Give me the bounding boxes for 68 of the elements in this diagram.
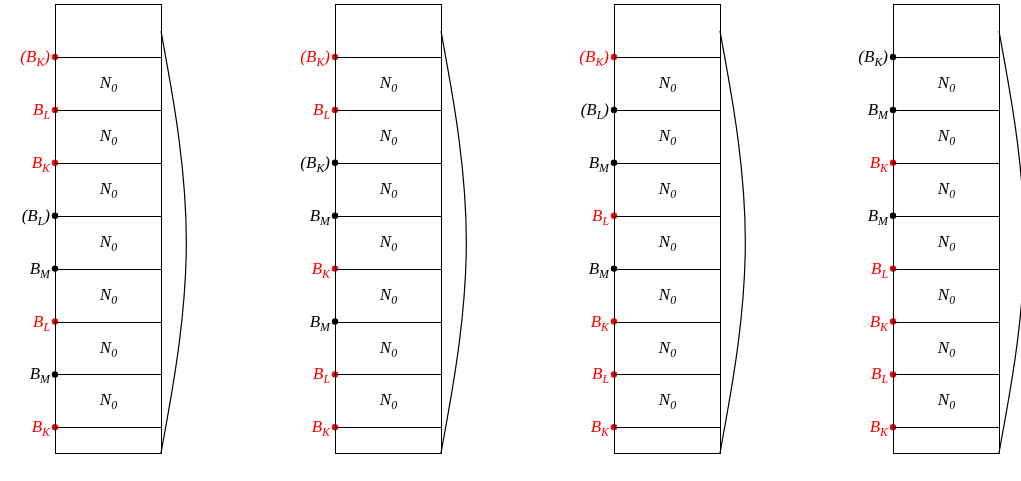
column-box (893, 4, 1000, 454)
point-label: (B$_{K}$) (20, 48, 50, 69)
strip-label: N$_{0}$ (937, 74, 956, 95)
strip-cell (335, 374, 442, 429)
point-label: (B$_{K}$) (300, 48, 330, 69)
strip-label: N$_{0}$ (379, 180, 398, 201)
point-label: B$_{L}$ (33, 100, 50, 122)
strip-label: N$_{0}$ (99, 74, 118, 95)
point-label: B$_{M}$ (309, 312, 330, 333)
point-label: B$_{K}$ (869, 418, 888, 439)
strip-label: N$_{0}$ (379, 127, 398, 148)
strip-label: N$_{0}$ (658, 180, 677, 201)
point-label: (B$_{L}$) (21, 206, 50, 228)
strip-label: N$_{0}$ (658, 232, 677, 254)
column-box (614, 4, 721, 454)
strip-label: N$_{0}$ (99, 180, 118, 201)
strip-label: N$_{0}$ (379, 285, 398, 307)
point-label: B$_{K}$ (869, 153, 888, 175)
point-label: B$_{K}$ (590, 312, 609, 333)
point-label: B$_{M}$ (309, 206, 330, 228)
strip-label: N$_{0}$ (99, 127, 118, 148)
point-label: (B$_{L}$) (580, 100, 609, 122)
point-label: B$_{M}$ (588, 259, 609, 281)
point-label: B$_{K}$ (31, 418, 50, 439)
strip-label: N$_{0}$ (937, 338, 956, 360)
point-label: B$_{K}$ (869, 312, 888, 333)
strip-cell (55, 374, 162, 429)
strip-label: N$_{0}$ (658, 127, 677, 148)
point-label: B$_{K}$ (311, 418, 330, 439)
point-label: (B$_{K}$) (579, 48, 609, 69)
strip-label: N$_{0}$ (658, 285, 677, 307)
point-label: B$_{K}$ (31, 153, 50, 175)
strip-label: N$_{0}$ (379, 391, 398, 412)
point-label: B$_{L}$ (33, 312, 50, 333)
point-label: (B$_{K}$) (858, 48, 888, 69)
strip-label: N$_{0}$ (937, 127, 956, 148)
point-label: B$_{L}$ (871, 259, 888, 281)
point-label: B$_{M}$ (588, 153, 609, 175)
point-label: (B$_{K}$) (300, 153, 330, 175)
point-label: B$_{K}$ (590, 418, 609, 439)
point-label: B$_{M}$ (29, 365, 50, 386)
point-label: B$_{L}$ (592, 206, 609, 228)
point-label: B$_{M}$ (867, 206, 888, 228)
column-box (335, 4, 442, 454)
strip-label: N$_{0}$ (379, 232, 398, 254)
strip-cell (614, 374, 721, 429)
point-label: B$_{L}$ (592, 365, 609, 386)
strip-label: N$_{0}$ (99, 338, 118, 360)
strip-label: N$_{0}$ (937, 391, 956, 412)
strip-label: N$_{0}$ (658, 74, 677, 95)
point-label: B$_{L}$ (313, 100, 330, 122)
strip-label: N$_{0}$ (658, 391, 677, 412)
point-label: B$_{M}$ (867, 100, 888, 122)
strip-label: N$_{0}$ (99, 232, 118, 254)
strip-label: N$_{0}$ (99, 391, 118, 412)
column-box (55, 4, 162, 454)
strip-label: N$_{0}$ (379, 74, 398, 95)
point-label: B$_{L}$ (313, 365, 330, 386)
strip-label: N$_{0}$ (99, 285, 118, 307)
strip-label: N$_{0}$ (937, 285, 956, 307)
point-label: B$_{K}$ (311, 259, 330, 281)
strip-label: N$_{0}$ (658, 338, 677, 360)
point-label: B$_{M}$ (29, 259, 50, 281)
strip-cell (893, 374, 1000, 429)
point-label: B$_{L}$ (871, 365, 888, 386)
strip-label: N$_{0}$ (379, 338, 398, 360)
strip-label: N$_{0}$ (937, 180, 956, 201)
strip-label: N$_{0}$ (937, 232, 956, 254)
